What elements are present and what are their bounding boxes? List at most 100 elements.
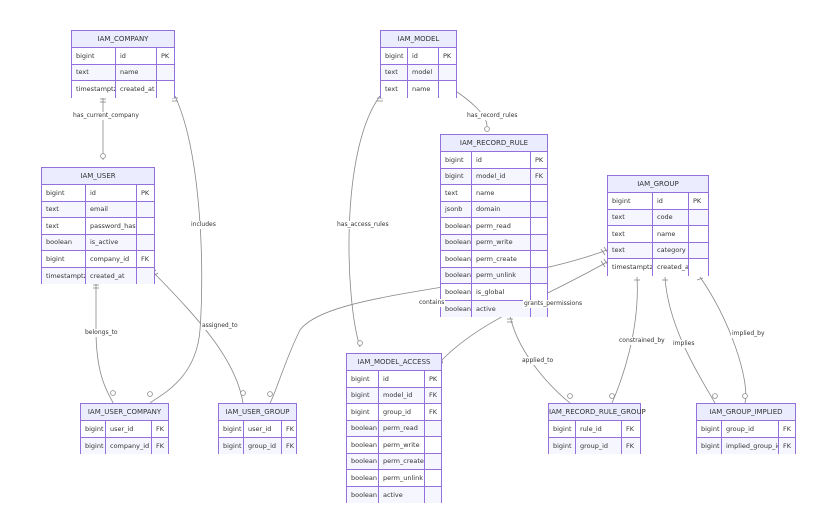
attribute-type: bigint [697, 421, 722, 437]
relationship-label: contains [418, 299, 446, 307]
cardinality-zero-marker [609, 393, 615, 399]
attribute-key [531, 185, 547, 201]
attribute-type: bigint [81, 421, 106, 437]
relationship-line-constrained-by[interactable] [611, 276, 638, 404]
attribute-name: perm_write [472, 234, 531, 250]
attribute-type: text [608, 209, 653, 225]
attribute-name: perm_unlink [379, 470, 425, 486]
attribute-type: bigint [347, 387, 379, 403]
attribute-key: FK [535, 172, 544, 181]
attribute-name: domain [472, 201, 531, 217]
attribute-type: boolean [441, 284, 472, 300]
attribute-key: PK [535, 155, 544, 164]
attribute-type: bigint [441, 168, 472, 184]
attribute-name: id [408, 48, 439, 64]
relationship-label: has_access_rules [336, 221, 390, 229]
cardinality-one-marker [600, 260, 606, 268]
attribute-key: PK [443, 51, 452, 60]
attribute-key [157, 65, 174, 81]
entity-title: IAM_USER_GROUP [219, 404, 296, 421]
attribute-type: bigint [42, 251, 86, 267]
attribute-name: category [653, 242, 689, 258]
attribute-type: bigint [441, 152, 472, 168]
relationship-line-belongs-to[interactable] [95, 282, 114, 404]
attribute-key: FK [626, 424, 635, 433]
attribute-type: bigint [347, 404, 379, 420]
relationship-line-implied-by[interactable] [699, 276, 747, 404]
cardinality-zero-marker [712, 393, 718, 399]
attribute-key [425, 454, 441, 470]
attribute-key [439, 81, 456, 98]
attribute-key [531, 268, 547, 284]
attribute-type: boolean [347, 470, 379, 486]
attribute-key [689, 243, 708, 259]
entity-title: IAM_MODEL [381, 31, 456, 48]
cardinality-zero-marker [100, 153, 106, 159]
attribute-type: bigint [81, 437, 106, 454]
relationship-line-applied-to[interactable] [509, 315, 571, 404]
cardinality-zero-marker [267, 391, 273, 397]
cardinality-one-marker [696, 277, 704, 281]
attribute-key: FK [156, 441, 165, 450]
attribute-name: perm_read [379, 420, 425, 436]
relationship-label: has_record_rules [466, 112, 519, 120]
relationship-label: belongs_to [84, 329, 119, 337]
attribute-type: text [608, 226, 653, 242]
relationship-line-includes[interactable] [149, 95, 203, 404]
attribute-key: PK [161, 51, 170, 60]
attribute-name: id [653, 193, 689, 209]
attribute-name: perm_read [472, 218, 531, 234]
attribute-key [425, 470, 441, 486]
attribute-name: perm_create [379, 453, 425, 469]
attribute-name: created_at [116, 81, 157, 98]
relationship-line-implies[interactable] [664, 276, 716, 404]
attribute-name: group_id [244, 437, 282, 454]
attribute-type: text [608, 242, 653, 258]
attribute-key: FK [286, 424, 295, 433]
attribute-key [137, 218, 154, 234]
attribute-key: FK [783, 424, 792, 433]
attribute-key [425, 437, 441, 453]
attribute-key [425, 421, 441, 437]
attribute-type: text [42, 201, 86, 217]
entity-title: IAM_GROUP [608, 176, 708, 193]
attribute-key [425, 487, 441, 504]
attribute-name: name [653, 226, 689, 242]
cardinality-zero-marker [110, 390, 116, 396]
attribute-type: boolean [441, 300, 472, 317]
cardinality-zero-marker [742, 393, 748, 399]
relationship-line-assigned-to[interactable] [152, 271, 244, 404]
attribute-type: text [441, 185, 472, 201]
attribute-name: user_id [106, 421, 152, 437]
attribute-name: password_hash [86, 218, 137, 234]
attribute-type: boolean [347, 420, 379, 436]
attribute-key: FK [626, 441, 635, 450]
attribute-key [689, 226, 708, 242]
attribute-type: boolean [441, 234, 472, 250]
attribute-type: boolean [347, 486, 379, 503]
attribute-type: boolean [441, 251, 472, 267]
relationship-label: assigned_to [201, 322, 239, 330]
attribute-type: bigint [381, 48, 408, 64]
